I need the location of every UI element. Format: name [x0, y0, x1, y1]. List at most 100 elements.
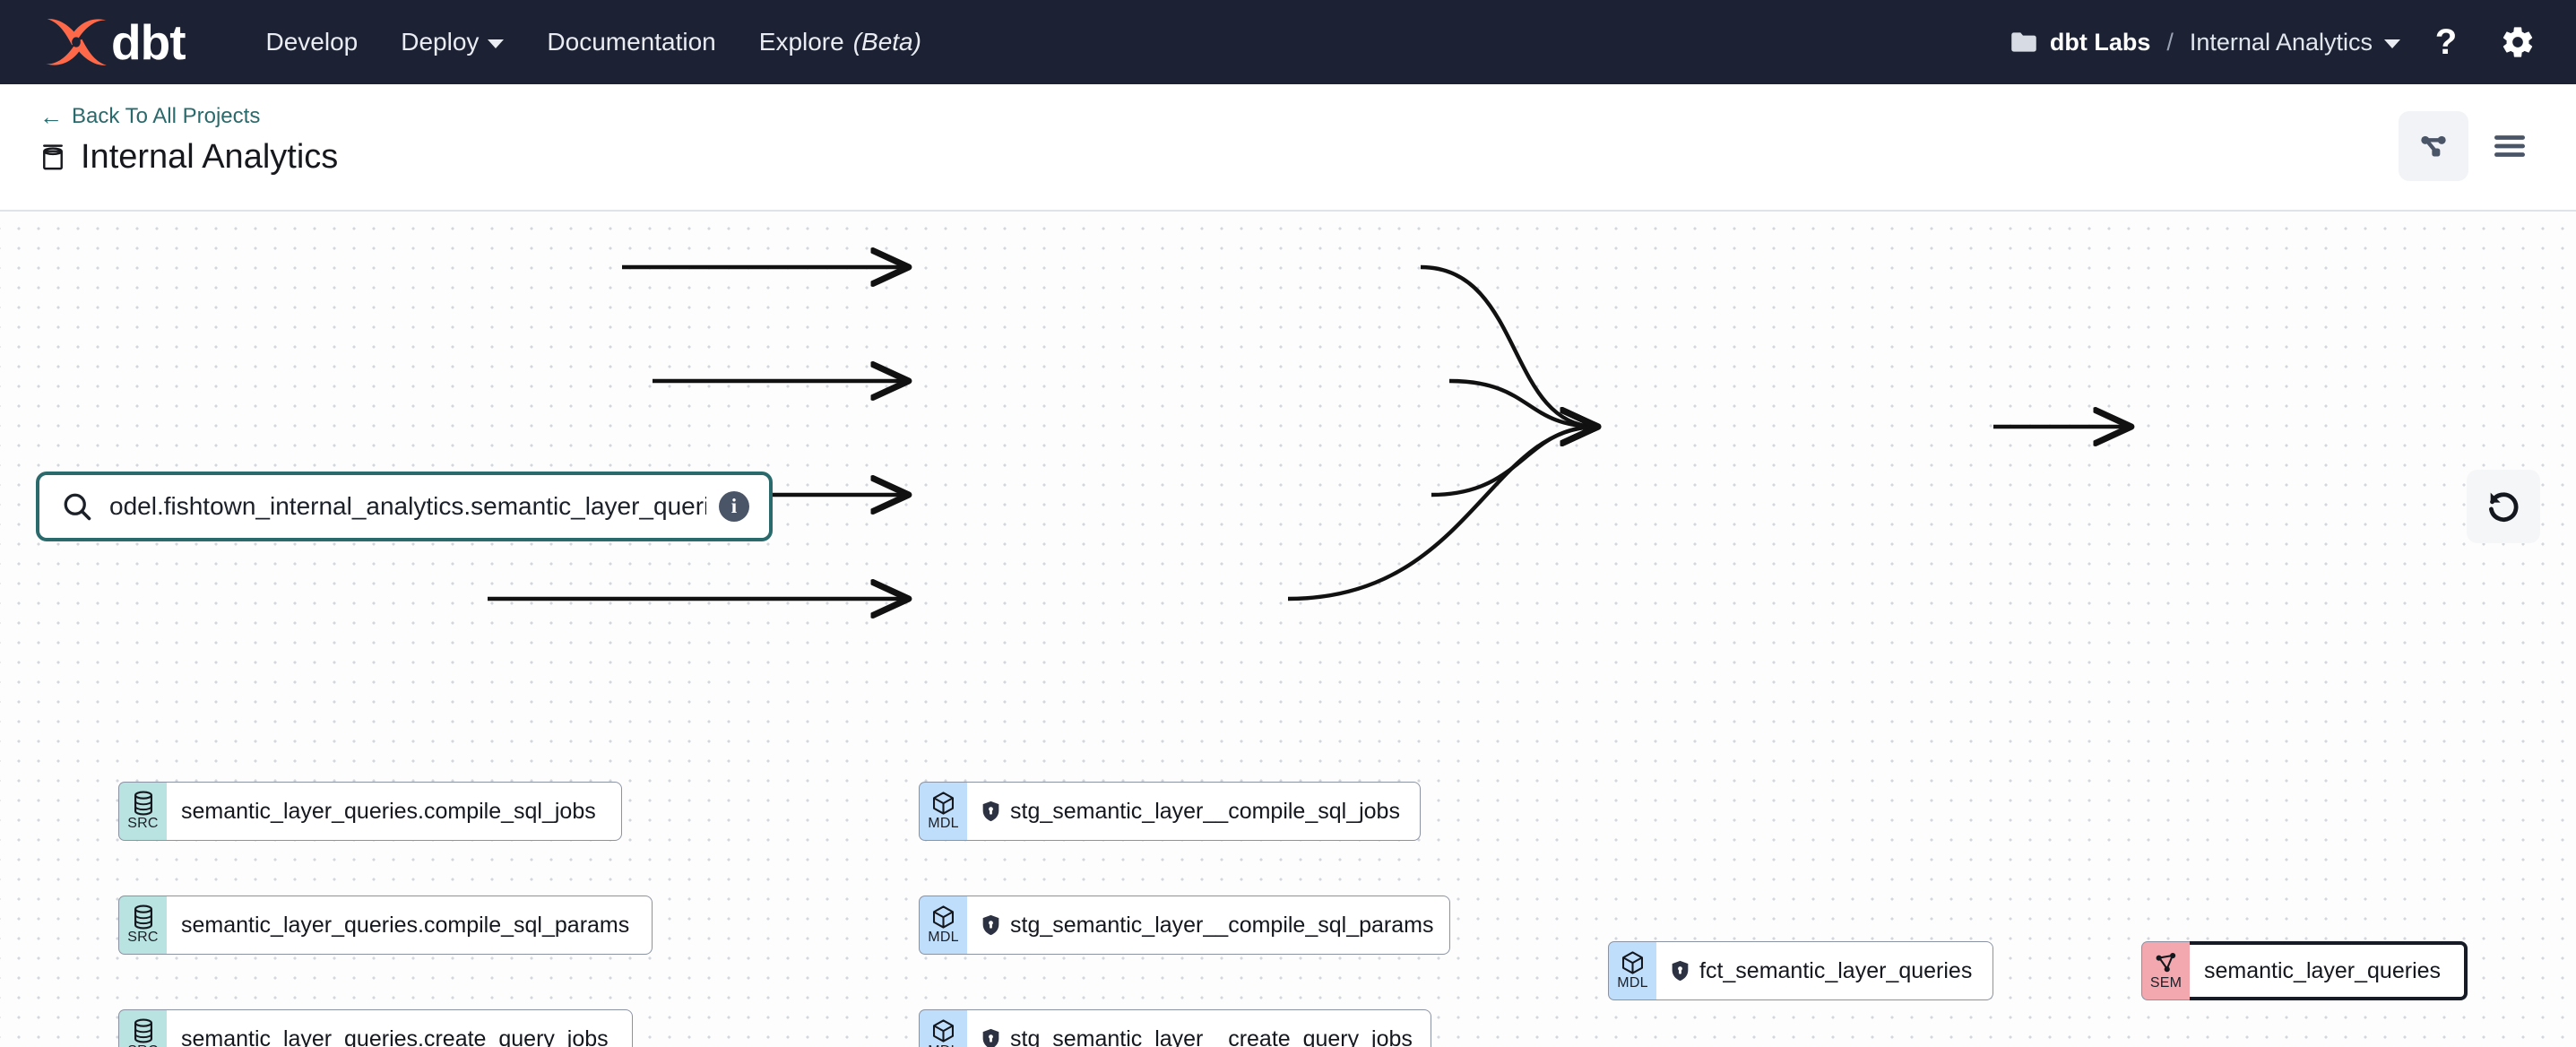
- dbt-logo-icon: [39, 16, 113, 68]
- node-label: stg_semantic_layer__create_query_jobs: [1010, 1026, 1413, 1047]
- graph-search-box[interactable]: odel.fishtown_internal_analytics.semanti…: [36, 472, 773, 541]
- node-label: stg_semantic_layer__compile_sql_jobs: [1010, 799, 1400, 825]
- graph-node-src-compile-sql-params[interactable]: SRC semantic_layer_queries.compile_sql_p…: [118, 896, 653, 955]
- node-body[interactable]: semantic_layer_queries.compile_sql_param…: [167, 896, 653, 955]
- node-label: stg_semantic_layer__compile_sql_params: [1010, 913, 1433, 939]
- semantic-node-icon: [2154, 951, 2178, 974]
- gear-icon: [2500, 24, 2536, 60]
- top-navbar: dbt Develop Deploy Documentation Explore…: [0, 0, 2576, 84]
- edge-stg-compile-sql-params-to-fct: [1449, 381, 1597, 427]
- account-name: dbt Labs: [2050, 29, 2151, 56]
- info-icon[interactable]: i: [719, 491, 749, 522]
- search-input[interactable]: odel.fishtown_internal_analytics.semanti…: [109, 492, 706, 521]
- page-header: ← Back To All Projects Internal Analytic…: [0, 84, 2576, 212]
- node-type-badge-src: SRC: [118, 896, 167, 955]
- search-icon: [61, 490, 93, 523]
- nav-explore[interactable]: Explore (Beta): [738, 19, 943, 65]
- nav-documentation[interactable]: Documentation: [525, 19, 737, 65]
- database-cylinder-icon: [132, 792, 155, 815]
- node-label: semantic_layer_queries: [2204, 958, 2441, 984]
- node-label: fct_semantic_layer_queries: [1699, 958, 1972, 984]
- nav-documentation-label: Documentation: [547, 28, 715, 56]
- settings-button[interactable]: [2492, 16, 2544, 68]
- nav-right-cluster: dbt Labs / Internal Analytics ?: [2010, 16, 2544, 68]
- node-body[interactable]: semantic_layer_queries.create_query_jobs: [167, 1009, 633, 1047]
- lineage-canvas[interactable]: odel.fishtown_internal_analytics.semanti…: [0, 212, 2576, 1047]
- cube-icon: [931, 792, 955, 815]
- node-type-badge-mdl: MDL: [919, 1009, 967, 1047]
- node-type-label: SEM: [2150, 976, 2182, 991]
- nav-develop-label: Develop: [266, 28, 359, 56]
- question-mark-icon: ?: [2435, 24, 2457, 60]
- project-selector[interactable]: Internal Analytics: [2190, 29, 2400, 56]
- breadcrumb-separator: /: [2166, 29, 2174, 56]
- node-body[interactable]: semantic_layer_queries: [2190, 941, 2468, 1000]
- nav-deploy-label: Deploy: [401, 28, 479, 56]
- graph-node-src-create-query-jobs[interactable]: SRC semantic_layer_queries.create_query_…: [118, 1009, 633, 1047]
- dbt-wordmark: dbt: [111, 18, 186, 67]
- chevron-down-icon: [2384, 39, 2400, 48]
- node-type-badge-mdl: MDL: [919, 782, 967, 841]
- account-selector[interactable]: dbt Labs: [2010, 29, 2151, 56]
- node-body[interactable]: semantic_layer_queries.compile_sql_jobs: [167, 782, 622, 841]
- node-type-label: MDL: [928, 930, 958, 945]
- chevron-down-icon: [488, 39, 504, 48]
- project-selector-label: Internal Analytics: [2190, 29, 2373, 56]
- node-type-badge-src: SRC: [118, 1009, 167, 1047]
- header-actions: [2399, 111, 2537, 181]
- lineage-graph-icon: [2416, 128, 2451, 164]
- page-title: Internal Analytics: [81, 138, 338, 177]
- nav-develop[interactable]: Develop: [245, 19, 380, 65]
- node-type-label: SRC: [127, 817, 158, 831]
- node-type-label: SRC: [127, 930, 158, 945]
- page-title-row: Internal Analytics: [39, 138, 2537, 177]
- shield-icon: [1671, 960, 1690, 982]
- graph-node-fct-semantic-layer-queries[interactable]: MDL fct_semantic_layer_queries: [1608, 941, 1993, 1000]
- graph-node-stg-compile-sql-jobs[interactable]: MDL stg_semantic_layer__compile_sql_jobs: [919, 782, 1421, 841]
- node-type-label: MDL: [1617, 976, 1647, 991]
- cube-icon: [1621, 951, 1645, 974]
- dbt-brand[interactable]: dbt: [39, 16, 186, 68]
- node-type-label: MDL: [928, 817, 958, 831]
- hamburger-menu-icon: [2491, 131, 2528, 161]
- back-to-all-projects-link[interactable]: ← Back To All Projects: [39, 104, 260, 129]
- node-type-badge-sem: SEM: [2141, 941, 2190, 1000]
- reset-undo-icon: [2484, 487, 2523, 526]
- edge-stg-jobs-to-fct: [1288, 427, 1597, 599]
- node-type-badge-src: SRC: [118, 782, 167, 841]
- graph-node-src-compile-sql-jobs[interactable]: SRC semantic_layer_queries.compile_sql_j…: [118, 782, 622, 841]
- nav-deploy[interactable]: Deploy: [379, 19, 525, 65]
- node-body[interactable]: stg_semantic_layer__create_query_jobs: [967, 1009, 1431, 1047]
- primary-nav: Develop Deploy Documentation Explore (Be…: [245, 19, 943, 65]
- reset-view-button[interactable]: [2467, 470, 2540, 543]
- back-link-label: Back To All Projects: [72, 104, 260, 129]
- node-type-badge-mdl: MDL: [919, 896, 967, 955]
- cube-icon: [931, 905, 955, 929]
- shield-icon: [981, 914, 1000, 936]
- lineage-graph-button[interactable]: [2399, 111, 2468, 181]
- graph-node-stg-create-query-jobs[interactable]: MDL stg_semantic_layer__create_query_job…: [919, 1009, 1431, 1047]
- node-body[interactable]: fct_semantic_layer_queries: [1656, 941, 1993, 1000]
- node-label: semantic_layer_queries.create_query_jobs: [181, 1026, 609, 1047]
- shield-icon: [981, 800, 1000, 822]
- folder-icon: [2010, 31, 2037, 53]
- database-cylinder-icon: [132, 905, 155, 929]
- node-label: semantic_layer_queries.compile_sql_jobs: [181, 799, 596, 825]
- database-icon: [39, 143, 66, 173]
- edge-stg-create-query-jobs-to-fct: [1431, 427, 1597, 495]
- node-body[interactable]: stg_semantic_layer__compile_sql_params: [967, 896, 1450, 955]
- graph-node-stg-compile-sql-params[interactable]: MDL stg_semantic_layer__compile_sql_para…: [919, 896, 1449, 955]
- cube-icon: [931, 1019, 955, 1043]
- database-cylinder-icon: [132, 1019, 155, 1043]
- left-arrow-icon: ←: [39, 105, 63, 128]
- node-body[interactable]: stg_semantic_layer__compile_sql_jobs: [967, 782, 1421, 841]
- shield-icon: [981, 1028, 1000, 1047]
- node-type-badge-mdl: MDL: [1608, 941, 1656, 1000]
- node-label: semantic_layer_queries.compile_sql_param…: [181, 913, 629, 939]
- edge-stg-compile-sql-jobs-to-fct: [1421, 267, 1597, 427]
- menu-button[interactable]: [2483, 111, 2537, 181]
- help-button[interactable]: ?: [2420, 16, 2472, 68]
- nav-explore-label: Explore: [759, 28, 844, 56]
- nav-explore-beta-tag: (Beta): [853, 28, 921, 56]
- graph-node-semantic-layer-queries[interactable]: SEM semantic_layer_queries: [2141, 941, 2468, 1000]
